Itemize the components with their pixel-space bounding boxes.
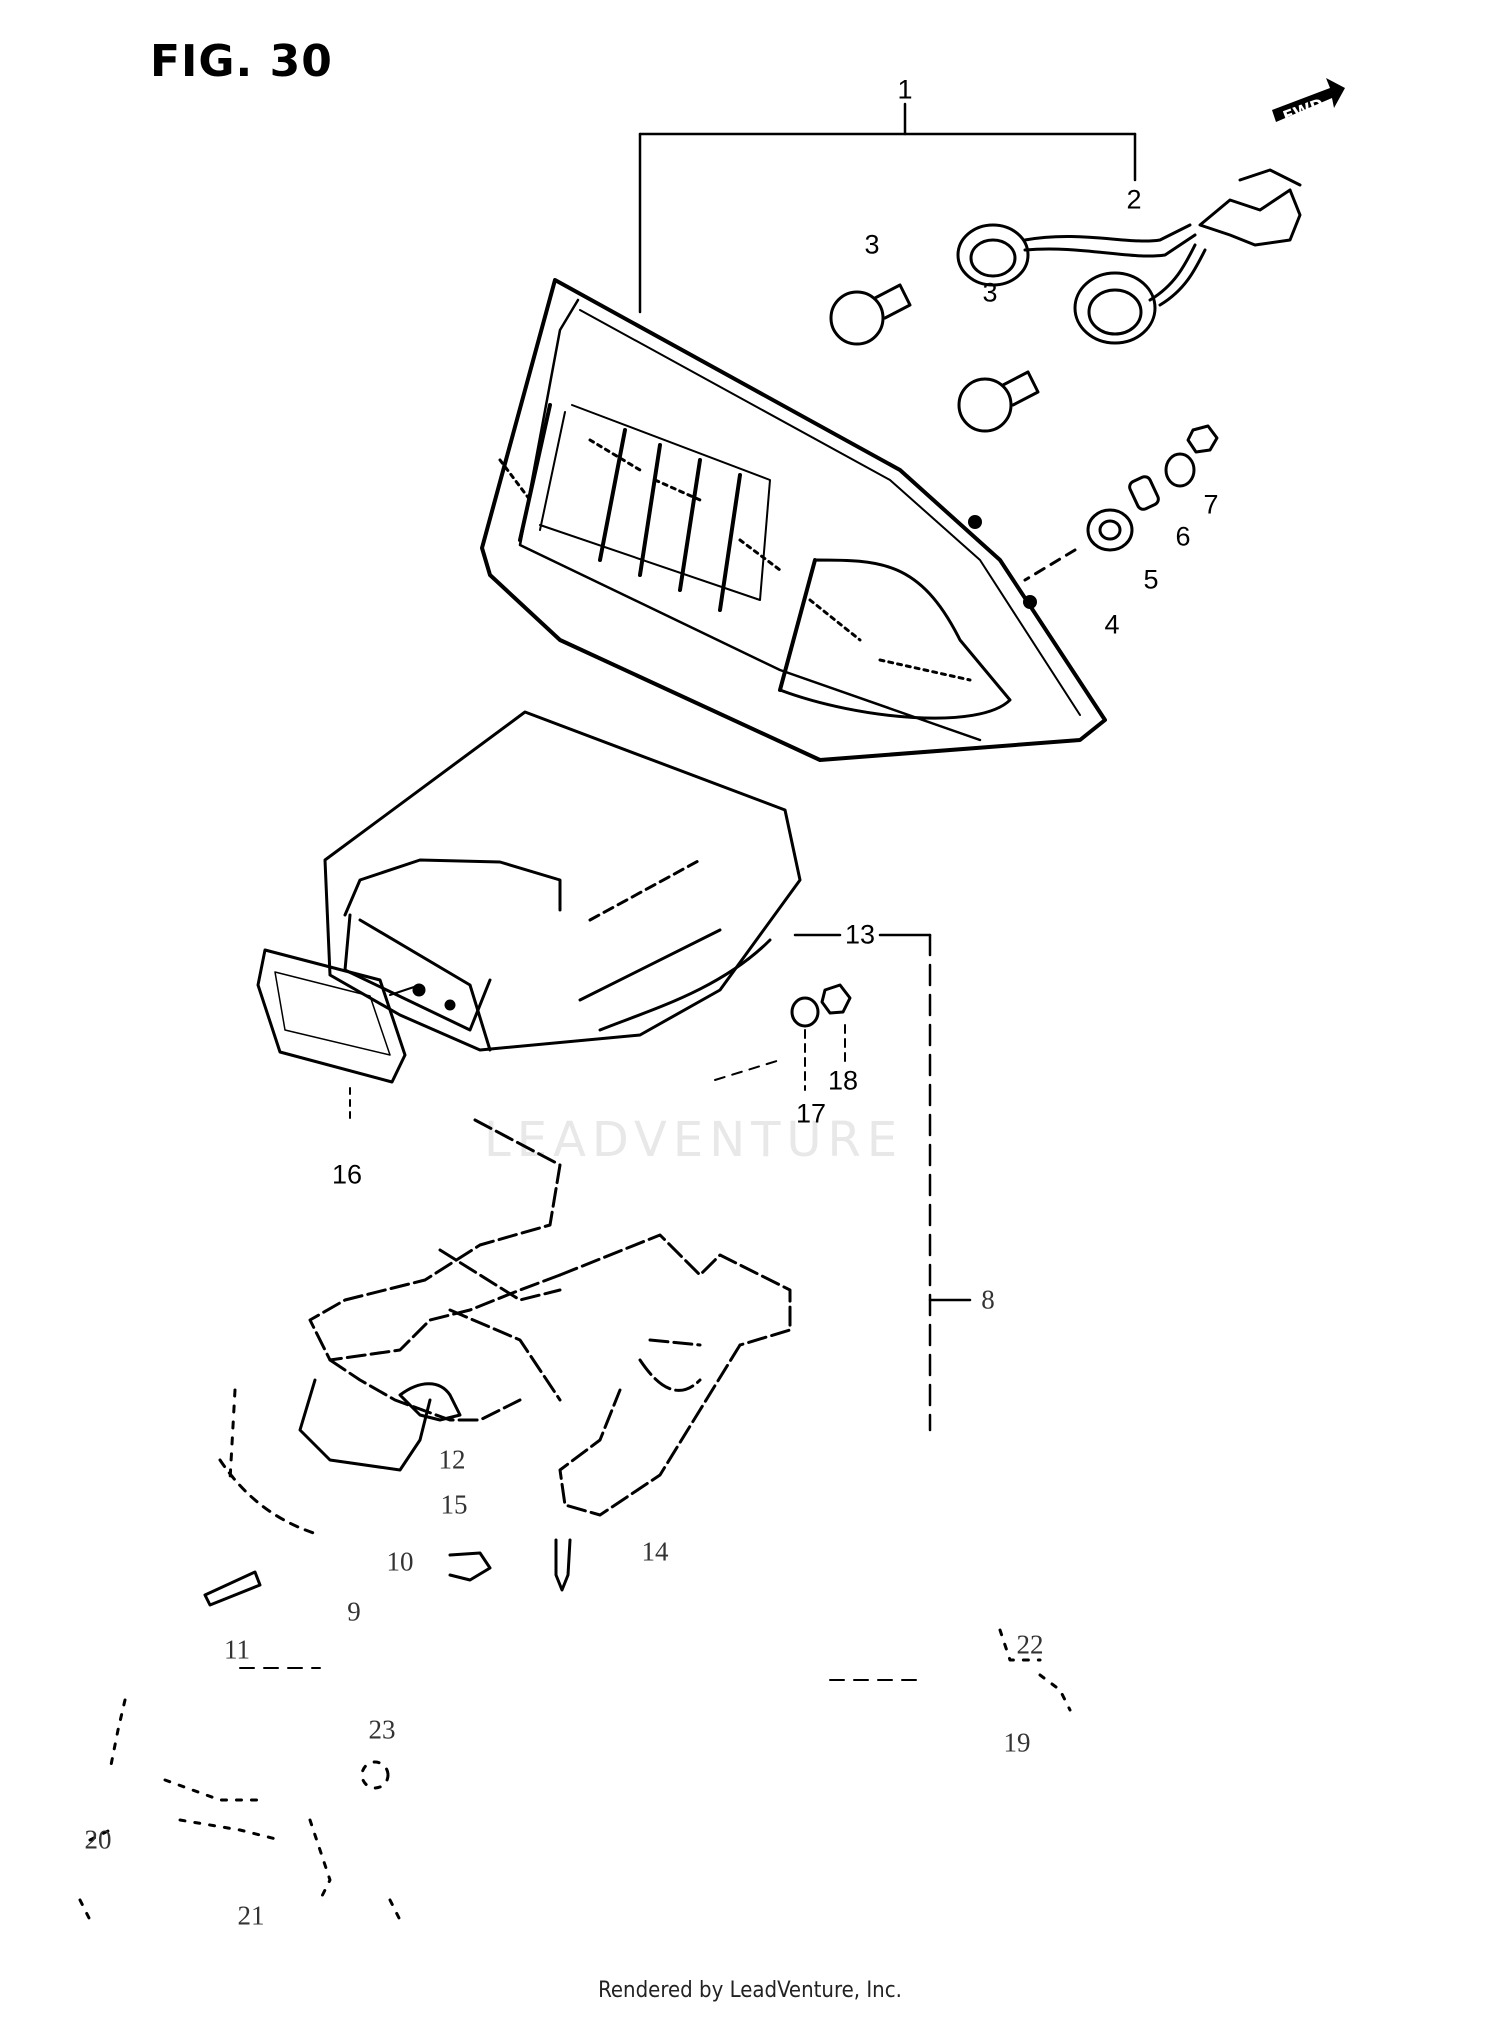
bulb-drawing [829, 283, 1040, 433]
license-lamp-lens-drawing [256, 948, 421, 1119]
callout-14: 14 [641, 1536, 669, 1567]
callout-4: 4 [1104, 609, 1120, 640]
callout-7: 7 [1203, 489, 1219, 520]
callout-20: 20 [84, 1824, 112, 1855]
callout-16: 16 [331, 1159, 363, 1190]
callout-13: 13 [844, 919, 876, 950]
figure-title: FIG. 30 [150, 36, 333, 87]
callout-15: 15 [440, 1489, 468, 1520]
callout-23: 23 [368, 1714, 396, 1745]
leader-13 [793, 933, 972, 1432]
license-bracket-drawing [308, 1118, 792, 1517]
footer-credit: Rendered by LeadVenture, Inc. [598, 1978, 902, 2003]
callout-3-upper: 3 [864, 229, 880, 260]
callout-10: 10 [386, 1546, 414, 1577]
callout-22: 22 [1016, 1629, 1044, 1660]
callout-6: 6 [1175, 521, 1191, 552]
callout-2: 2 [1126, 184, 1142, 215]
bolt-drawing [203, 1538, 572, 1607]
license-lamp-housing-drawing [323, 710, 802, 1052]
bottom-leader-lines [239, 1667, 921, 1681]
bracket-bulb-drawing [218, 1378, 462, 1537]
callout-19: 19 [1003, 1727, 1031, 1758]
leader-1 [638, 102, 1137, 314]
callout-8: 8 [981, 1284, 995, 1315]
callout-1: 1 [897, 74, 913, 105]
lower-hardware-drawing [78, 1628, 1072, 1922]
callout-3-lower: 3 [982, 277, 998, 308]
bulb-socket-harness-drawing [956, 168, 1302, 345]
watermark-text: LEADVENTURE [484, 1112, 904, 1168]
callout-9: 9 [347, 1596, 361, 1627]
callout-18: 18 [827, 1065, 859, 1096]
callout-5: 5 [1143, 564, 1159, 595]
callout-21: 21 [237, 1900, 265, 1931]
mounting-hardware-drawing [1023, 424, 1219, 582]
fwd-arrow-icon [1272, 78, 1345, 122]
callout-12: 12 [438, 1444, 466, 1475]
callout-17: 17 [795, 1098, 827, 1129]
tail-light-lens-drawing [480, 278, 1107, 762]
washer-nut-drawing [714, 983, 852, 1091]
callout-11: 11 [224, 1634, 250, 1665]
